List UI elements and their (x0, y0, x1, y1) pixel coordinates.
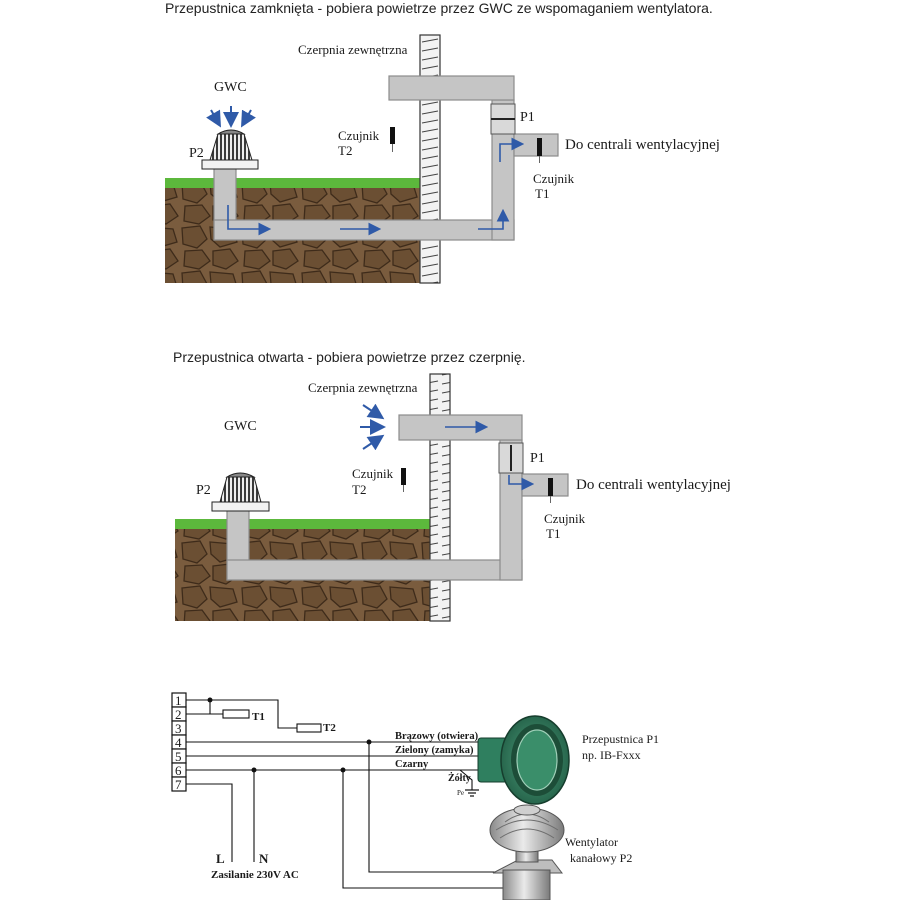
wiring-diagram: 1 2 3 4 5 6 7 (171, 692, 659, 900)
junction-dots (207, 697, 372, 773)
terminal-6: 6 (175, 763, 182, 778)
terminal-1: 1 (175, 693, 182, 708)
underground-duct (226, 559, 523, 581)
d2-centrala-label: Do centrali wentylacyjnej (576, 477, 731, 493)
damper-p1-closed (490, 103, 516, 135)
sensor-t2 (401, 468, 406, 492)
outlet-duct (513, 133, 559, 157)
d1-sensor-t2-line1: Czujnik (338, 128, 380, 143)
wire-green-label: Zielony (zamyka) (395, 745, 474, 756)
d1-czerpnia-label: Czerpnia zewnętrzna (298, 42, 408, 57)
d1-p1-label: P1 (520, 110, 535, 125)
wire-yellow-label: Żółty (448, 772, 471, 784)
d2-sensor-t1-line2: T1 (546, 526, 560, 541)
terminal-2: 2 (175, 707, 182, 722)
roof-cowl-p2 (211, 472, 270, 512)
diagram2: Czerpnia zewnętrzna GWC P2 P1 Czujnik T2… (175, 373, 731, 622)
terminal-block (171, 692, 187, 792)
d2-sensor-t2-line1: Czujnik (352, 466, 394, 481)
diagram1-caption: Przepustnica zamknięta - pobiera powietr… (165, 0, 713, 16)
damper-p1-open (498, 442, 524, 474)
d1-sensor-t2-line2: T2 (338, 143, 352, 158)
sensor-t1 (537, 138, 542, 163)
intake-arrows (360, 403, 386, 451)
d2-p1-label: P1 (530, 451, 545, 466)
wire-black-label: Czarny (395, 759, 429, 770)
grass-strip (175, 519, 430, 529)
d1-sensor-t1-line2: T1 (535, 186, 549, 201)
d2-czerpnia-label: Czerpnia zewnętrzna (308, 380, 418, 395)
inflow-arrows (206, 106, 256, 128)
wiring-t2-label: T2 (323, 722, 336, 734)
duct-system (213, 75, 559, 241)
outlet-duct (521, 473, 569, 497)
building-wall (429, 373, 451, 622)
terminal-4: 4 (175, 735, 182, 750)
l-label: L (216, 851, 225, 866)
fan-subtitle: kanałowy P2 (570, 851, 632, 865)
underground-duct (213, 219, 515, 241)
sensor-t2 (390, 127, 395, 152)
building-wall (419, 34, 441, 284)
intake-duct (388, 75, 515, 101)
wire-brown-label: Brązowy (otwiera) (395, 731, 479, 742)
flow-arrows (445, 420, 535, 491)
sensor-t1-symbol (222, 709, 250, 719)
pe-label: Pe (457, 789, 464, 797)
sensor-t1 (548, 478, 553, 503)
d2-sensor-t1-line1: Czujnik (544, 511, 586, 526)
duct-system (226, 414, 569, 581)
diagram2-caption: Przepustnica otwarta - pobiera powietrze… (173, 349, 526, 365)
diagram1: Czerpnia zewnętrzna GWC P2 P1 Czujnik T2… (165, 34, 720, 284)
fan-p2-icon (489, 804, 565, 900)
d2-p2-label: P2 (196, 483, 211, 498)
d1-centrala-label: Do centrali wentylacyjnej (565, 137, 720, 153)
damper-title: Przepustnica P1 (582, 732, 659, 746)
d1-sensor-t1-line1: Czujnik (533, 171, 575, 186)
fan-title: Wentylator (565, 835, 618, 849)
terminal-3: 3 (175, 721, 182, 736)
terminal-5: 5 (175, 749, 182, 764)
d2-sensor-t2-line2: T2 (352, 482, 366, 497)
terminal-7: 7 (175, 777, 182, 792)
d1-p2-label: P2 (189, 146, 204, 161)
n-label: N (259, 851, 269, 866)
d1-gwc-label: GWC (214, 80, 247, 95)
d2-gwc-label: GWC (224, 419, 257, 434)
power-label: Zasilanie 230V AC (211, 869, 299, 881)
grass-strip (165, 178, 420, 188)
roof-cowl-p2 (201, 129, 259, 170)
wiring-t1-label: T1 (252, 711, 265, 723)
damper-model: np. IB-Fxxx (582, 748, 641, 762)
damper-p1-icon (477, 715, 570, 805)
ground-icon (465, 789, 479, 797)
flow-arrows (227, 137, 525, 236)
sensor-t2-symbol (296, 723, 322, 733)
wires (186, 699, 503, 889)
